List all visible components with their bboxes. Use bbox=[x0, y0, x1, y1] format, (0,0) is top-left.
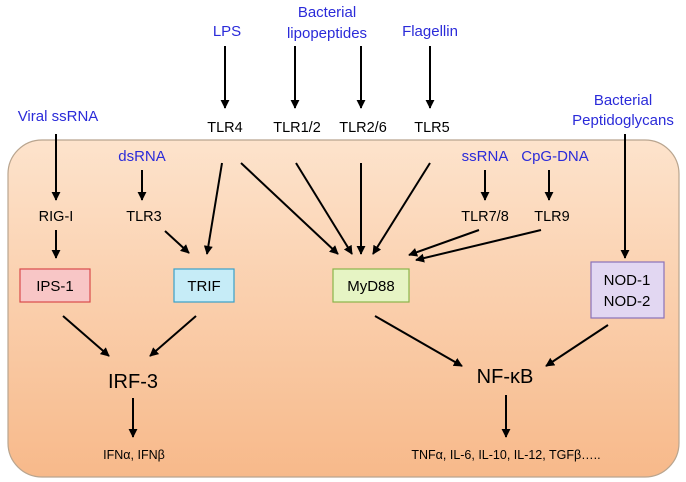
adaptor-ips1-label: IPS-1 bbox=[36, 278, 74, 295]
receptor-tlr9: TLR9 bbox=[534, 209, 569, 225]
ligand-lps: LPS bbox=[213, 23, 241, 40]
arrow-tlr9-myd88 bbox=[415, 229, 542, 263]
ligand-ssrna: ssRNA bbox=[462, 148, 509, 165]
arrow-tlr4-trif bbox=[203, 162, 223, 255]
adaptor-nod: NOD-1 NOD-2 bbox=[590, 261, 665, 319]
products-irf3: IFNα, IFNβ bbox=[103, 448, 165, 462]
adaptor-nod1-label: NOD-1 bbox=[604, 272, 651, 289]
receptor-rig-i: RIG-I bbox=[39, 209, 74, 225]
receptor-tlr3: TLR3 bbox=[126, 209, 161, 225]
arrow-nod-nfkb bbox=[545, 324, 609, 367]
receptor-tlr5: TLR5 bbox=[414, 120, 449, 136]
receptor-tlr7-8: TLR7/8 bbox=[461, 209, 509, 225]
ligand-flagellin: Flagellin bbox=[402, 23, 458, 40]
ligand-viral-ssrna: Viral ssRNA bbox=[18, 108, 99, 125]
ligand-bacterial-peptidoglycans-line2: Peptidoglycans bbox=[572, 112, 674, 129]
arrow-ips1-irf3 bbox=[62, 315, 110, 357]
ligand-bacterial-lipopeptides-line1: Bacterial bbox=[298, 4, 356, 21]
adaptor-ips1: IPS-1 bbox=[19, 268, 91, 303]
factor-nfkb: NF-κB bbox=[477, 366, 534, 388]
products-nfkb: TNFα, IL-6, IL-10, IL-12, TGFβ….. bbox=[411, 448, 600, 462]
ligand-bacterial-peptidoglycans-line1: Bacterial bbox=[594, 92, 652, 109]
ligand-bacterial-lipopeptides-line2: lipopeptides bbox=[287, 25, 367, 42]
factor-irf3: IRF-3 bbox=[108, 371, 158, 393]
arrow-trif-irf3 bbox=[149, 315, 197, 357]
receptor-tlr2-6: TLR2/6 bbox=[339, 120, 387, 136]
arrow-tlr4-myd88 bbox=[240, 162, 339, 255]
ligand-cpg-dna: CpG-DNA bbox=[521, 148, 589, 165]
receptor-tlr1-2: TLR1/2 bbox=[273, 120, 321, 136]
arrow-myd88-nfkb bbox=[374, 315, 463, 367]
arrow-tlr1-2-myd88 bbox=[295, 162, 353, 255]
adaptor-nod2-label: NOD-2 bbox=[604, 293, 651, 310]
arrow-tlr5-myd88 bbox=[372, 162, 431, 255]
ligand-dsrna: dsRNA bbox=[118, 148, 166, 165]
arrow-tlr3-trif bbox=[164, 230, 190, 254]
adaptor-myd88-label: MyD88 bbox=[347, 278, 395, 295]
adaptor-trif: TRIF bbox=[173, 268, 235, 303]
receptor-tlr4: TLR4 bbox=[207, 120, 242, 136]
arrow-tlr7-8-myd88 bbox=[408, 229, 480, 257]
adaptor-myd88: MyD88 bbox=[332, 268, 410, 303]
adaptor-trif-label: TRIF bbox=[187, 278, 220, 295]
cell-background bbox=[7, 139, 680, 478]
